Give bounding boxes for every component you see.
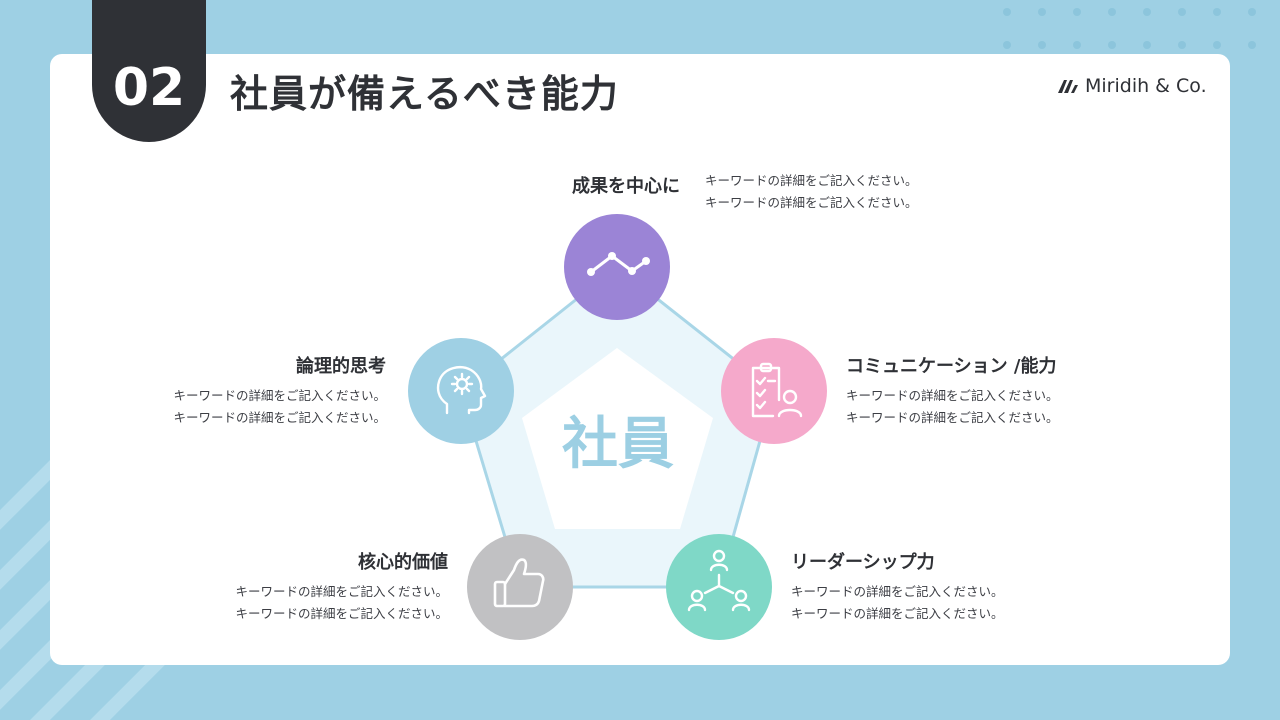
node-desc-line: キーワードの詳細をご記入ください。 xyxy=(173,388,386,403)
node-desc-right: キーワードの詳細をご記入ください。 キーワードの詳細をご記入ください。 xyxy=(846,385,1059,429)
node-title-bottom-right: リーダーシップ力 xyxy=(791,552,935,573)
head-gear-icon xyxy=(436,366,487,415)
brand-logo: Miridih & Co. xyxy=(1057,75,1207,97)
brand-name: Miridih & Co. xyxy=(1085,75,1207,97)
node-desc-line: キーワードの詳細をご記入ください。 xyxy=(846,388,1059,403)
node-desc-line: キーワードの詳細をご記入ください。 xyxy=(791,584,1004,599)
node-desc-line: キーワードの詳細をご記入ください。 xyxy=(235,606,448,621)
section-number: 02 xyxy=(112,58,186,118)
brand-mark-icon xyxy=(1058,80,1078,93)
node-desc-line: キーワードの詳細をご記入ください。 xyxy=(846,410,1059,425)
node-circle-right xyxy=(721,338,827,444)
center-label: 社員 xyxy=(562,412,674,477)
node-circle-top xyxy=(564,214,670,320)
node-desc-bottom-left: キーワードの詳細をご記入ください。 キーワードの詳細をご記入ください。 xyxy=(178,581,448,625)
node-title-left: 論理的思考 xyxy=(296,356,386,377)
page-title: 社員が備えるべき能力 xyxy=(230,72,619,116)
line-chart-icon xyxy=(587,252,650,276)
thumbs-up-icon xyxy=(493,558,545,608)
node-title-bottom-left: 核心的価値 xyxy=(358,552,448,573)
node-desc-line: キーワードの詳細をご記入ください。 xyxy=(791,606,1004,621)
node-desc-line: キーワードの詳細をご記入ください。 xyxy=(705,173,918,188)
node-desc-bottom-right: キーワードの詳細をご記入ください。 キーワードの詳細をご記入ください。 xyxy=(791,581,1004,625)
team-hierarchy-icon xyxy=(687,549,751,612)
node-title-right: コミュニケーション /能力 xyxy=(846,356,1057,377)
node-desc-line: キーワードの詳細をご記入ください。 xyxy=(235,584,448,599)
inner-pentagon xyxy=(522,348,713,529)
checklist-person-icon xyxy=(751,362,803,418)
node-title-top: 成果を中心に xyxy=(572,176,680,197)
section-number-tab xyxy=(92,0,206,142)
node-desc-line: キーワードの詳細をご記入ください。 xyxy=(705,195,918,210)
node-desc-left: キーワードの詳細をご記入ください。 キーワードの詳細をご記入ください。 xyxy=(116,385,386,429)
node-desc-top: キーワードの詳細をご記入ください。 キーワードの詳細をご記入ください。 xyxy=(705,170,918,214)
node-desc-line: キーワードの詳細をご記入ください。 xyxy=(173,410,386,425)
background-dot-pattern xyxy=(1003,8,1256,49)
node-circle-bottom-left xyxy=(467,534,573,640)
